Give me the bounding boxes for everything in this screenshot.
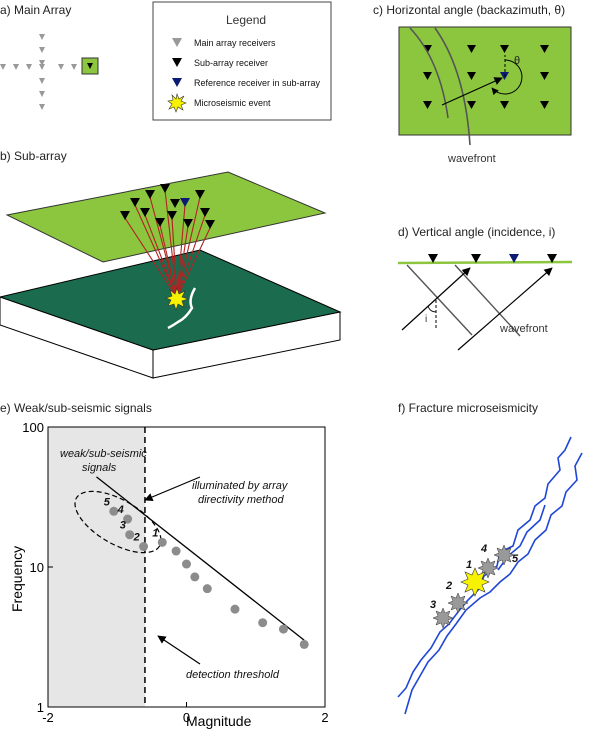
legend-title: Legend [226,13,266,27]
panel-d-wavefront-label: wavefront [499,323,548,335]
panel-b-fracture [167,287,197,330]
event-label-3: 3 [430,599,436,611]
panel-b-reference-receiver [180,198,190,207]
legend-event-star-icon [167,92,187,113]
panel-c-wavefront-label: wavefront [447,153,496,165]
panel-c-title: c) Horizontal angle (backazimuth, θ) [373,3,565,17]
data-point-4 [139,542,149,552]
panel-b-rays [124,189,211,299]
y-tick-label: 1 [37,700,44,715]
data-point-label-1: 1 [152,527,158,539]
panel-f-title: f) Fracture microseismicity [398,401,538,415]
fracture-traces [397,436,583,715]
panel-c-theta-arc [491,59,523,96]
panel-d-incidence-arc [427,305,437,313]
data-point-12 [278,624,288,634]
data-point-7 [182,559,191,569]
data-point-11 [258,618,268,628]
event-3 [432,607,454,629]
panel-c-wavefront-1 [409,27,449,119]
weak-signals-label-1: weak/sub-seismic [60,448,147,460]
panel-d-incidence-label: i [425,314,427,325]
data-point-13 [299,639,309,649]
sub-array-marker-icon [87,63,93,69]
event-label-2: 2 [445,580,452,592]
data-point-2 [123,514,133,524]
illuminated-arrow [144,476,201,501]
panel-d-reference-receiver [509,254,519,263]
event-label-4: 4 [480,543,487,555]
event-2 [447,592,469,614]
panel-d-title: d) Vertical angle (incidence, i) [398,225,555,239]
illuminated-label-2: directivity method [198,494,284,506]
data-point-9 [202,584,212,594]
event-1-star-icon [460,567,490,597]
data-point-label-4: 4 [117,504,124,516]
panel-c-surface [398,26,572,136]
legend-main-receiver-icon [172,38,182,47]
data-point-6 [171,546,181,556]
x-axis-label: Magnitude [186,713,252,729]
panel-c-receivers [423,45,549,109]
panel-d-wavefronts [406,264,521,337]
panel-b-event-star-icon [165,287,189,311]
panel-b-lower-slab [0,249,342,379]
detection-threshold-label: detection threshold [186,669,280,681]
event-label-5: 5 [512,553,519,565]
legend-sub-receiver-icon [172,58,182,67]
legend-reference-receiver-icon [172,78,182,87]
x-tick-label: 2 [321,710,328,725]
y-tick-label: 10 [30,560,44,575]
panel-c-theta-label: θ [514,55,520,67]
fracture-events [432,544,515,629]
x-tick-label: -2 [42,710,54,725]
x-tick-label: 0 [183,710,190,725]
data-point-10 [230,604,240,614]
data-point-8 [190,572,200,582]
data-point-label-5: 5 [104,496,111,508]
illuminated-label-1: illuminated by array [192,480,289,492]
legend-item-1: Main array receivers [194,38,276,48]
fit-line [96,476,305,641]
data-point-5 [157,537,167,547]
panel-a-title: a) Main Array [0,3,71,17]
event-5 [493,544,515,566]
legend-item-2: Sub-array receiver [194,58,268,68]
data-point-label-3: 3 [120,520,126,532]
panel-e-title: e) Weak/sub-seismic signals [0,401,152,415]
data-point-1 [109,506,119,516]
legend-item-3: Reference receiver in sub-array [194,78,321,88]
event-label-1: 1 [466,559,472,571]
panel-b-receivers [120,184,215,229]
panel-c-ray-arrow [441,77,503,106]
detection-arrow [157,635,201,665]
data-point-label-2: 2 [133,532,140,544]
panel-d-rays [401,267,553,351]
data-point-3 [125,530,135,540]
legend-item-4: Microseismic event [194,98,271,108]
panel-b-title: b) Sub-array [0,149,67,163]
panel-d-receivers [428,254,557,263]
legend: Legend Main array receivers Sub-array re… [152,1,332,121]
weak-signals-label-2: signals [82,462,117,474]
main-array [0,34,77,110]
panel-b-surface [5,171,327,263]
y-tick-label: 100 [22,420,44,435]
magnitude-frequency-chart: weak/sub-seismic signals illuminated by … [9,420,329,729]
sub-seismic-region [48,427,145,707]
panel-d-surface [397,260,573,265]
y-axis-label: Frequency [9,546,25,612]
panel-c-wavefront-2 [434,27,471,146]
